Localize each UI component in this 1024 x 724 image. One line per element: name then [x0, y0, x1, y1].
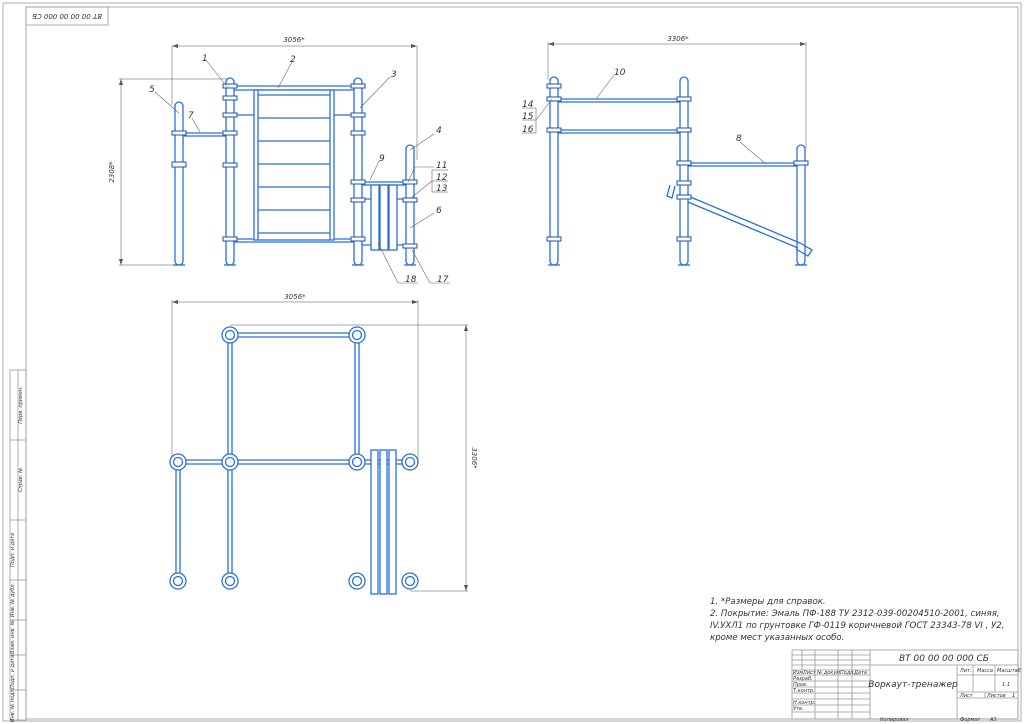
role-4: Н.контр.	[793, 700, 815, 706]
front-width-dim: 3056*	[283, 36, 305, 44]
front-height-dim: 2308*	[108, 161, 116, 183]
strip-label-6: Инв. № подл.	[10, 688, 16, 723]
rev-h-1: Лист	[802, 670, 817, 676]
callout-12: 12	[436, 173, 448, 183]
copied-label: Копировал	[880, 717, 909, 723]
drawing-code: BT 00 00 00 000 СБ	[899, 654, 989, 664]
callout-18: 18	[405, 275, 417, 285]
strip-label-4: Взам. инв. №	[10, 620, 16, 654]
callout-9: 9	[379, 154, 385, 164]
strip-label-2: Подп. и дата	[10, 533, 16, 567]
strip-label-1: Справ. №	[18, 468, 24, 492]
col-scale: Масштаб	[997, 668, 1021, 674]
sheet-label: Лист	[959, 693, 974, 699]
callout-6: 6	[436, 206, 442, 216]
callout-3: 3	[391, 70, 397, 80]
callout-8: 8	[736, 134, 742, 144]
rev-h-0: Изм.	[793, 670, 805, 676]
drawing-name: Воркаут-тренажер	[868, 680, 958, 690]
callout-5: 5	[149, 85, 155, 95]
side-view: 3306* 10 8	[522, 35, 813, 266]
note-4: кроме мест указанных особо.	[710, 633, 844, 643]
callout-15: 15	[522, 112, 534, 122]
callout-16: 16	[522, 125, 534, 135]
callout-2: 2	[290, 55, 296, 65]
sheets-count: 1	[1012, 693, 1015, 699]
note-2: 2. Покрытие: Эмаль ПФ-188 ТУ 2312-039-00…	[710, 609, 1000, 619]
callout-7: 7	[188, 111, 194, 121]
post-5	[174, 101, 184, 266]
format-label: Формат	[960, 717, 981, 723]
title-block: Изм. Лист № докум. Подп. Дата Разраб. Пр…	[791, 649, 1021, 720]
front-view: 3056* 2308*	[108, 36, 450, 285]
strip-label-3: Инв. № дубл.	[10, 583, 16, 617]
rev-h-4: Дата	[853, 670, 867, 676]
note-1: 1. *Размеры для справок.	[710, 597, 826, 607]
strip-label-5: Подп. и дата	[10, 655, 16, 689]
col-mass: Масса	[977, 668, 993, 674]
rev-h-2: № докум.	[816, 670, 842, 676]
callout-14: 14	[522, 100, 534, 110]
role-1: Пров.	[793, 682, 808, 688]
strip-label-0: Перв. примен.	[18, 386, 24, 424]
inner-frame	[25, 6, 1019, 720]
callout-10: 10	[614, 68, 626, 78]
callout-11: 11	[436, 161, 447, 171]
mirror-code-box	[25, 6, 109, 26]
rev-h-3: Подп.	[840, 670, 855, 676]
col-lit: Лит.	[959, 668, 972, 674]
role-2: Т.контр.	[793, 688, 815, 694]
callout-13: 13	[436, 184, 448, 194]
plan-height-dim: 3306*	[470, 447, 478, 469]
callout-4: 4	[436, 126, 442, 136]
role-5: Утв.	[793, 706, 804, 712]
role-0: Разраб.	[793, 676, 813, 682]
format-value: А3	[989, 717, 997, 723]
plan-width-dim: 3056*	[284, 293, 306, 301]
sheets-label: Листов	[986, 693, 1006, 699]
side-strip: Перв. примен. Справ. № Подп. и дата Инв.…	[9, 369, 27, 723]
notes: 1. *Размеры для справок. 2. Покрытие: Эм…	[710, 597, 1004, 643]
side-width-dim: 3306*	[667, 35, 689, 43]
callout-17: 17	[437, 275, 449, 285]
scale-value: 1:1	[1002, 682, 1010, 688]
mirror-code: BT 00 00 00 000 СБ	[32, 12, 102, 20]
callout-1: 1	[202, 54, 208, 64]
plan-view: 3056* 3306*	[169, 293, 478, 595]
note-3: IV.УХЛ1 по грунтовке ГФ-0119 коричневой …	[710, 621, 1004, 631]
